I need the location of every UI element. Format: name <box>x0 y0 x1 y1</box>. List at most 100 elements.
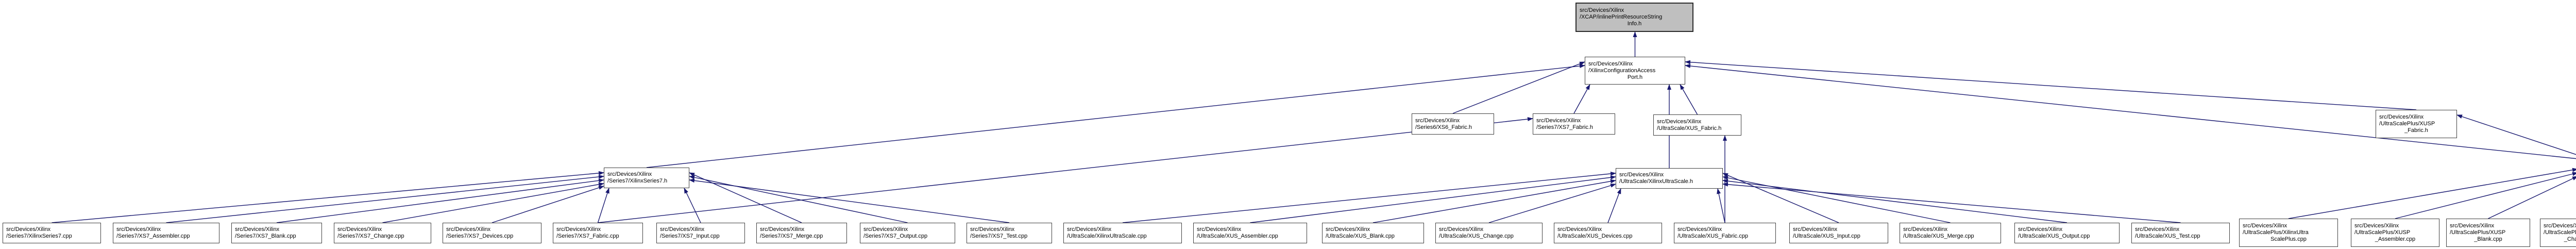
node-label-line: /Series7/XS7_Assembler.cpp <box>116 233 190 239</box>
include-edge <box>52 171 604 223</box>
include-edge <box>1680 84 1698 115</box>
graph-node-XUSP_Change_cpp[interactable]: src/Devices/Xilinx/UltraScalePlus/XUSP_C… <box>2540 219 2576 247</box>
node-label-line: /UltraScalePlus/XUSP <box>2354 229 2411 236</box>
include-edge <box>684 188 701 223</box>
node-label-line: /Series6/XS6_Fabric.h <box>1415 124 1472 130</box>
node-label-line: src/Devices/Xilinx <box>2243 223 2287 229</box>
include-edge <box>1717 188 1725 223</box>
node-label-line: /XCAP/inlinePrintResourceString <box>1580 14 1663 20</box>
node-label-line: /Series7/XS7_Fabric.h <box>1536 124 1594 130</box>
graph-node-XUS_Merge_cpp[interactable]: src/Devices/Xilinx/UltraScale/XUS_Merge.… <box>1900 223 2001 243</box>
node-label-line: /Series7/XS7_Blank.cpp <box>235 233 296 239</box>
include-edge <box>2288 168 2576 219</box>
include-edge <box>1452 61 1585 114</box>
node-label-line: src/Devices/Xilinx <box>2018 226 2063 233</box>
node-label-line: src/Devices/Xilinx <box>1197 226 1242 233</box>
node-label-line: src/Devices/Xilinx <box>1067 226 1112 233</box>
graph-node-XS7_Merge_cpp[interactable]: src/Devices/Xilinx/Series7/XS7_Merge.cpp <box>756 223 847 243</box>
graph-node-XilinxUltraScale_cpp[interactable]: src/Devices/Xilinx/UltraScale/XilinxUltr… <box>1063 223 1182 243</box>
node-label-line: /UltraScale/XUS_Assembler.cpp <box>1197 233 1278 239</box>
node-label-line: /Series7/XS7_Input.cpp <box>660 233 720 239</box>
graph-node-XUS_Output_cpp[interactable]: src/Devices/Xilinx/UltraScale/XUS_Output… <box>2014 223 2120 243</box>
node-label-line: /UltraScale/XUS_Change.cpp <box>1439 233 1514 239</box>
graph-node-XUS_Input_cpp[interactable]: src/Devices/Xilinx/UltraScale/XUS_Input.… <box>1789 223 1888 243</box>
include-edge <box>1607 188 1621 223</box>
include-edge <box>597 188 609 223</box>
node-label-line: src/Devices/Xilinx <box>1903 226 1948 233</box>
node-label-line: /Series7/XilinxSeries7.cpp <box>6 233 72 239</box>
node-label-line: src/Devices/Xilinx <box>1619 172 1664 178</box>
include-edge <box>1722 173 1839 223</box>
node-label-line: src/Devices/Xilinx <box>556 226 601 233</box>
graph-node-XS7_Test_cpp[interactable]: src/Devices/Xilinx/Series7/XS7_Test.cpp <box>967 223 1052 243</box>
graph-node-XUSP_Blank_cpp[interactable]: src/Devices/Xilinx/UltraScalePlus/XUSP_B… <box>2446 219 2530 247</box>
node-label-line: /UltraScalePlus/XUSP <box>2450 229 2506 236</box>
graph-node-XS6_Fabric_h[interactable]: src/Devices/Xilinx/Series6/XS6_Fabric.h <box>1412 113 1494 135</box>
graph-node-XS7_Fabric_h[interactable]: src/Devices/Xilinx/Series7/XS7_Fabric.h <box>1533 113 1615 135</box>
graph-node-XS7_Assembler_cpp[interactable]: src/Devices/Xilinx/Series7/XS7_Assembler… <box>113 223 219 243</box>
node-label-line: Port.h <box>1627 74 1643 80</box>
graph-node-XUS_Fabric_cpp[interactable]: src/Devices/Xilinx/UltraScale/XUS_Fabric… <box>1674 223 1776 243</box>
node-label-line: src/Devices/Xilinx <box>2135 226 2180 233</box>
include-edge <box>1722 176 1951 223</box>
include-edge <box>2456 114 2576 155</box>
graph-node-XilinxUltraScalePlus_cpp[interactable]: src/Devices/Xilinx/UltraScalePlus/Xilinx… <box>2239 219 2338 247</box>
node-label-line: src/Devices/Xilinx <box>660 226 705 233</box>
node-label-line: src/Devices/Xilinx <box>1793 226 1838 233</box>
graph-node-XS7_Output_cpp[interactable]: src/Devices/Xilinx/Series7/XS7_Output.cp… <box>860 223 955 243</box>
node-label-line: src/Devices/Xilinx <box>1657 118 1702 125</box>
node-label-line: ScalePlus.cpp <box>2270 236 2307 242</box>
include-edge <box>646 64 1585 168</box>
graph-node-XS7_Input_cpp[interactable]: src/Devices/Xilinx/Series7/XS7_Input.cpp <box>656 223 745 243</box>
node-label-line: src/Devices/Xilinx <box>337 226 382 233</box>
graph-node-XilinxConfigurationAccessPort_h[interactable]: src/Devices/Xilinx/XilinxConfigurationAc… <box>1585 57 1685 85</box>
graph-node-XUSP_Fabric_h[interactable]: src/Devices/Xilinx/UltraScalePlus/XUSP_F… <box>2376 110 2457 138</box>
include-edge <box>382 182 604 223</box>
include-edge <box>2488 176 2576 219</box>
graph-node-XUS_Change_cpp[interactable]: src/Devices/Xilinx/UltraScale/XUS_Change… <box>1435 223 1543 243</box>
node-label-line: /UltraScale/XUS_Devices.cpp <box>1557 233 1633 239</box>
graph-node-XS7_Fabric_cpp[interactable]: src/Devices/Xilinx/Series7/XS7_Fabric.cp… <box>553 223 643 243</box>
node-label-line: /UltraScale/XUS_Fabric.cpp <box>1677 233 1748 239</box>
include-edge <box>689 178 1010 223</box>
node-label-line: /UltraScale/XUS_Blank.cpp <box>1326 233 1395 239</box>
node-label-line: /Series7/XS7_Devices.cpp <box>446 233 514 239</box>
node-label-line: src/Devices/Xilinx <box>970 226 1015 233</box>
include-edge <box>492 186 604 223</box>
node-label-line: /UltraScale/XUS_Input.cpp <box>1793 233 1860 239</box>
include-edge <box>1250 175 1616 223</box>
include-edge <box>598 117 1533 223</box>
node-label-line: /XilinxConfigurationAccess <box>1588 67 1656 74</box>
node-label-line: _Assembler.cpp <box>2375 236 2416 242</box>
node-label-line: src/Devices/Xilinx <box>1326 226 1370 233</box>
node-label-line: _Change.cpp <box>2564 236 2576 242</box>
graph-node-XilinxSeries7_cpp[interactable]: src/Devices/Xilinx/Series7/XilinxSeries7… <box>3 223 101 243</box>
node-label-line: src/Devices/Xilinx <box>2354 223 2399 229</box>
node-label-line: /Series7/XS7_Fabric.cpp <box>556 233 619 239</box>
node-label-line: /UltraScalePlus/XUSP <box>2544 229 2576 236</box>
graph-node-XS7_Change_cpp[interactable]: src/Devices/Xilinx/Series7/XS7_Change.cp… <box>334 223 431 243</box>
graph-node-XUS_Blank_cpp[interactable]: src/Devices/Xilinx/UltraScale/XUS_Blank.… <box>1322 223 1424 243</box>
graph-node-XUS_Test_cpp[interactable]: src/Devices/Xilinx/UltraScale/XUS_Test.c… <box>2131 223 2230 243</box>
graph-node-XS7_Blank_cpp[interactable]: src/Devices/Xilinx/Series7/XS7_Blank.cpp <box>231 223 322 243</box>
graph-node-inlinePrintResourceStringInfo_h[interactable]: src/Devices/Xilinx/XCAP/inlinePrintResou… <box>1575 3 1693 32</box>
include-edge <box>1372 179 1616 223</box>
node-label-line: /UltraScale/XilinxUltraScale.h <box>1619 178 1693 185</box>
graph-node-XUS_Fabric_h[interactable]: src/Devices/Xilinx/UltraScale/XUS_Fabric… <box>1653 114 1741 136</box>
include-edge <box>1488 184 1616 223</box>
include-edge <box>276 178 604 223</box>
node-label-line: src/Devices/Xilinx <box>2379 114 2424 120</box>
include-edge <box>1122 172 1616 223</box>
node-label-line: src/Devices/Xilinx <box>760 226 805 233</box>
node-label-line: _Fabric.h <box>2404 127 2428 134</box>
graph-node-XUSP_Assembler_cpp[interactable]: src/Devices/Xilinx/UltraScalePlus/XUSP_A… <box>2351 219 2439 247</box>
node-label-line: /Series7/XilinxSeries7.h <box>607 178 668 184</box>
graph-node-XilinxSeries7_h[interactable]: src/Devices/Xilinx/Series7/XilinxSeries7… <box>604 168 689 188</box>
graph-node-XUS_Assembler_cpp[interactable]: src/Devices/Xilinx/UltraScale/XUS_Assemb… <box>1193 223 1307 243</box>
graph-node-XilinxUltraScale_h[interactable]: src/Devices/Xilinx/UltraScale/XilinxUltr… <box>1616 168 1723 189</box>
graph-node-XS7_Devices_cpp[interactable]: src/Devices/Xilinx/Series7/XS7_Devices.c… <box>443 223 541 243</box>
graph-node-XUS_Devices_cpp[interactable]: src/Devices/Xilinx/UltraScale/XUS_Device… <box>1554 223 1662 243</box>
node-label-line: src/Devices/Xilinx <box>607 171 652 177</box>
